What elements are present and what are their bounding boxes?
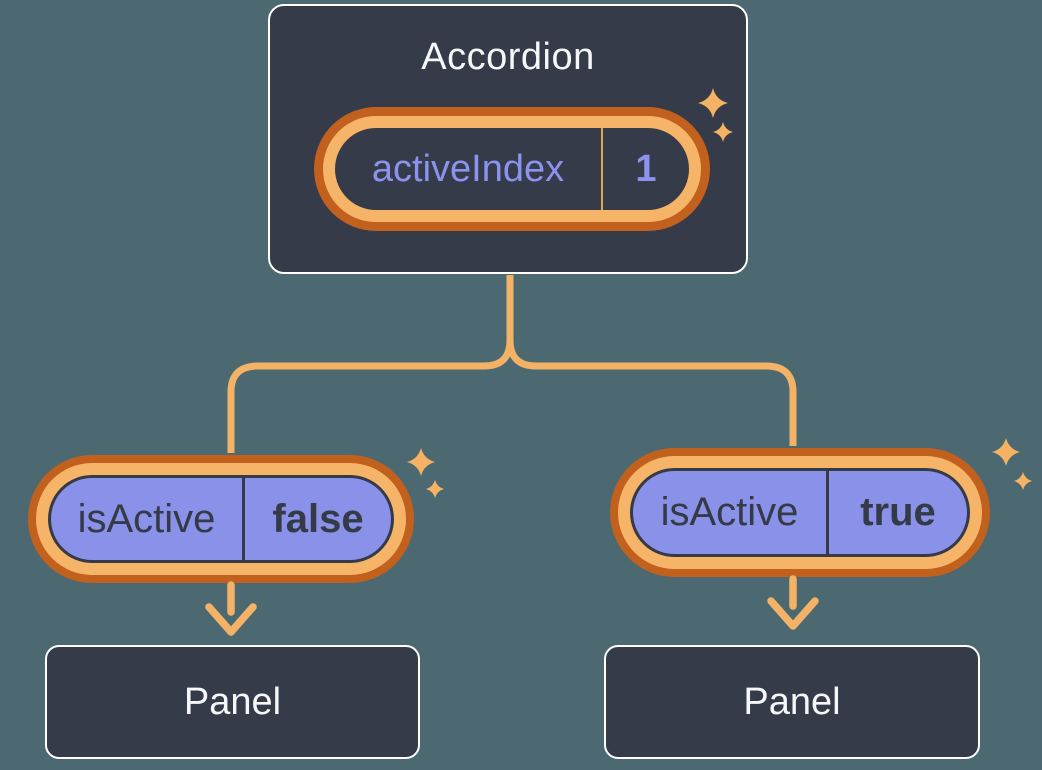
prop-pill-name: isActive	[77, 496, 216, 541]
accordion-card: Accordion activeIndex 1	[268, 4, 748, 274]
sparkle-icon	[407, 448, 435, 476]
state-pill-value: 1	[635, 147, 657, 190]
prop-pill-divider	[242, 478, 245, 560]
panel-card-right: Panel	[604, 645, 980, 759]
state-pill-inner-ring: activeIndex 1	[323, 116, 701, 222]
state-pill-name: activeIndex	[371, 147, 565, 190]
prop-pill-value: false	[272, 496, 364, 541]
panel-label: Panel	[183, 680, 282, 723]
prop-pill-isactive-true: isActive true	[610, 448, 990, 577]
prop-pill-value: true	[860, 490, 936, 534]
state-pill: activeIndex 1	[314, 107, 710, 231]
arrow-right-head	[767, 597, 819, 630]
connector-root-to-left	[227, 275, 514, 453]
prop-pill-core: isActive true	[630, 468, 970, 557]
panel-card-left: Panel	[45, 645, 420, 759]
prop-pill-name: isActive	[660, 490, 799, 534]
accordion-title: Accordion	[421, 36, 595, 78]
prop-pill-core: isActive false	[48, 475, 394, 563]
state-pill-divider	[601, 128, 603, 210]
state-pill-core: activeIndex 1	[335, 128, 689, 210]
connector-root-to-right	[506, 275, 797, 446]
prop-pill-divider	[826, 471, 829, 554]
prop-pill-inner-ring: isActive false	[36, 463, 406, 575]
sparkle-icon	[992, 438, 1020, 466]
prop-pill-isactive-false: isActive false	[28, 455, 414, 583]
sparkle-icon	[1014, 472, 1032, 490]
prop-pill-inner-ring: isActive true	[618, 456, 982, 569]
sparkle-icon	[426, 480, 444, 498]
panel-label: Panel	[743, 680, 841, 723]
arrow-left-head	[205, 603, 257, 636]
